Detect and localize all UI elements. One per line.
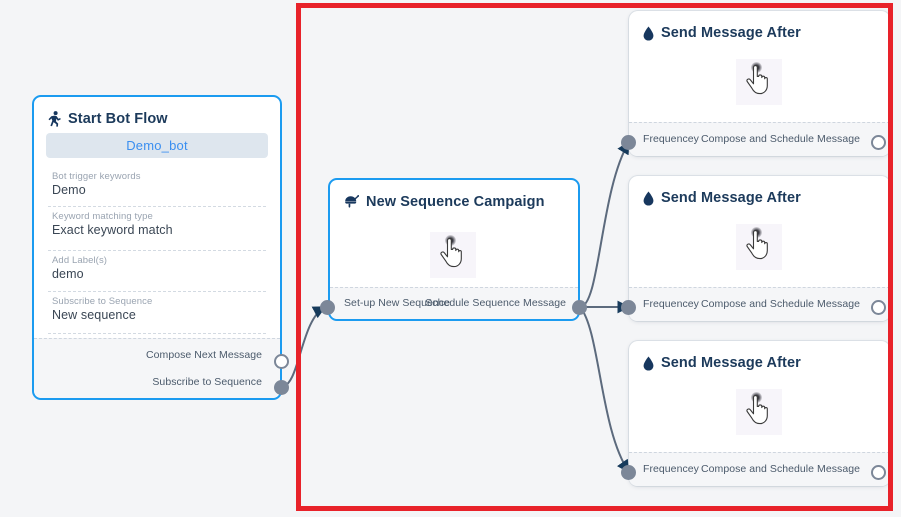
output-port-compose-and-schedule-message-1[interactable] [871,135,886,150]
pointing-hand-icon [746,230,768,260]
field-add-labels[interactable]: Add Label(s) demo [48,251,266,292]
megaphone-icon [344,195,359,209]
mouse-cursor-pointer [736,389,782,435]
field-label: Keyword matching type [52,211,153,222]
node-title-text: Send Message After [661,355,801,371]
node-title-send-message-after-3: Send Message After [629,341,890,371]
pointing-hand-icon [746,395,768,425]
node-new-sequence-campaign[interactable]: New Sequence Campaign Set-up New Sequenc… [328,178,580,321]
output-port-compose-and-schedule-message-3[interactable] [871,465,886,480]
input-port-label-frequency: Frequencey [643,133,699,145]
mouse-cursor-pointer [736,59,782,105]
node-title-send-message-after-2: Send Message After [629,176,890,206]
node-start-bot-flow[interactable]: Start Bot Flow Demo_bot Bot trigger keyw… [32,95,282,400]
mouse-cursor-pointer [736,224,782,270]
output-port-label-compose-and-schedule-message: Compose and Schedule Message [701,298,860,310]
node-title-text: Send Message After [661,25,801,41]
field-subscribe-to-sequence[interactable]: Subscribe to Sequence New sequence [48,292,266,334]
node-footer-send-message-after-2: Frequencey Compose and Schedule Message [629,287,890,321]
node-send-message-after-1[interactable]: Send Message After Frequencey Compose an… [629,11,890,156]
edge-start-to-sequence [280,306,327,388]
node-title-new-sequence-campaign: New Sequence Campaign [330,180,578,210]
input-port-frequency-3[interactable] [621,465,636,480]
node-send-message-after-3[interactable]: Send Message After Frequencey Compose an… [629,341,890,486]
output-port-label-compose-and-schedule-message: Compose and Schedule Message [701,463,860,475]
node-title-start-bot-flow: Start Bot Flow [34,97,280,127]
node-title-text: Send Message After [661,190,801,206]
output-port-subscribe-to-sequence[interactable] [274,380,289,395]
output-port-label-compose-next-message: Compose Next Message [146,349,262,361]
field-value: Demo [52,183,86,197]
edge-sequence-to-card3 [579,306,630,474]
field-bot-trigger-keywords[interactable]: Bot trigger keywords Demo [48,167,266,207]
field-value: Exact keyword match [52,223,173,237]
pointing-hand-icon [440,238,462,268]
node-title-send-message-after-1: Send Message After [629,11,890,41]
node-send-message-after-2[interactable]: Send Message After Frequencey Compose an… [629,176,890,321]
field-label: Bot trigger keywords [52,171,141,182]
input-port-frequency-2[interactable] [621,300,636,315]
node-footer-send-message-after-1: Frequencey Compose and Schedule Message [629,122,890,156]
output-port-compose-next-message[interactable] [274,354,289,369]
field-value: New sequence [52,308,136,322]
output-port-schedule-sequence-message[interactable] [572,300,587,315]
input-port-frequency-1[interactable] [621,135,636,150]
node-title-text: New Sequence Campaign [366,194,545,210]
mouse-cursor-pointer [430,232,476,278]
edge-sequence-to-card1 [579,140,630,308]
field-label: Add Label(s) [52,255,108,266]
water-drop-icon [643,26,654,41]
output-port-label-subscribe-to-sequence: Subscribe to Sequence [152,376,262,388]
pointing-hand-icon [746,65,768,95]
field-value: demo [52,267,84,281]
water-drop-icon [643,191,654,206]
bot-name-button[interactable]: Demo_bot [46,133,268,158]
node-footer-new-sequence-campaign: Set-up New Sequence Schedule Sequence Me… [330,287,578,319]
input-port-label-frequency: Frequencey [643,298,699,310]
input-port-setup-new-sequence[interactable] [320,300,335,315]
output-port-compose-and-schedule-message-2[interactable] [871,300,886,315]
running-person-icon [48,111,61,127]
output-port-label-compose-and-schedule-message: Compose and Schedule Message [701,133,860,145]
water-drop-icon [643,356,654,371]
output-port-label-schedule-sequence-message: Schedule Sequence Message [425,297,566,309]
input-port-label-setup-new-sequence: Set-up New Sequence [344,297,451,309]
node-footer-start-bot-flow: Compose Next Message Subscribe to Sequen… [34,338,280,398]
input-port-label-frequency: Frequencey [643,463,699,475]
node-footer-send-message-after-3: Frequencey Compose and Schedule Message [629,452,890,486]
field-label: Subscribe to Sequence [52,296,153,307]
field-keyword-matching-type[interactable]: Keyword matching type Exact keyword matc… [48,207,266,251]
node-title-text: Start Bot Flow [68,111,168,127]
